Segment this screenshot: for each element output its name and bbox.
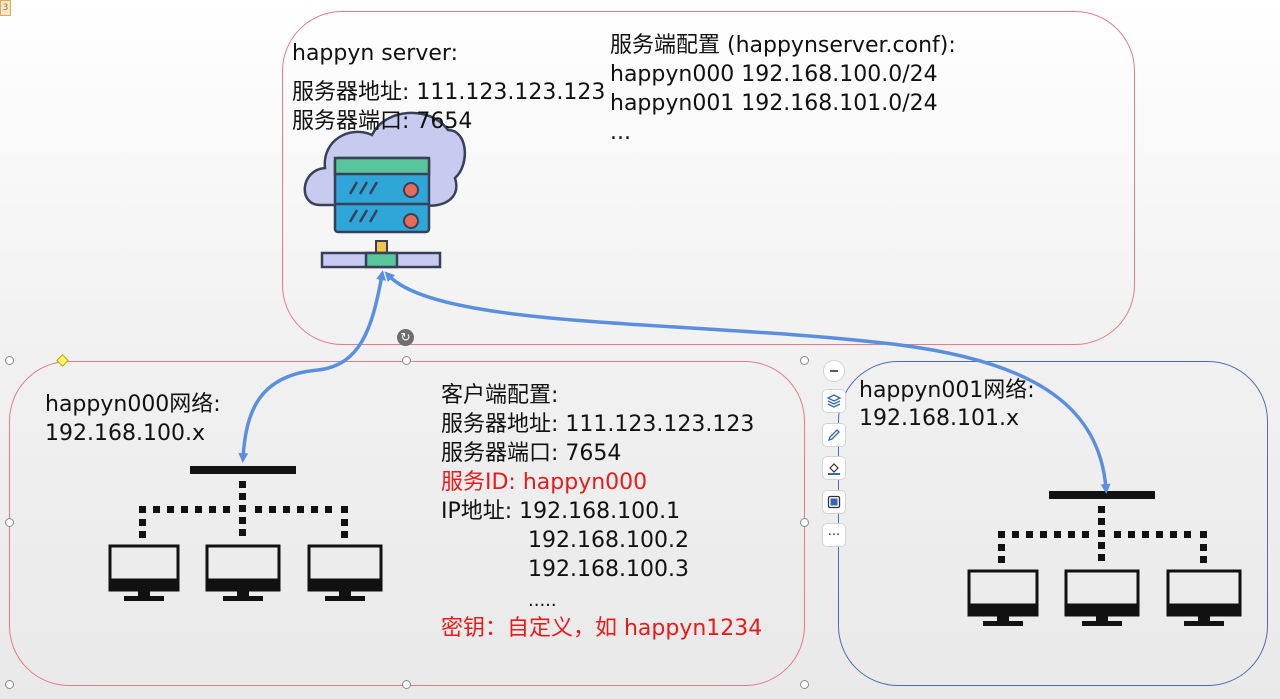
computer-icon xyxy=(108,544,180,601)
happyn001-topology-icon xyxy=(967,491,1242,626)
minus-icon[interactable] xyxy=(823,360,845,382)
happyn000-topology-icon xyxy=(108,466,383,601)
server-config-title: 服务端配置 (happynserver.conf): xyxy=(610,33,956,58)
client-server-port: 服务器端口: 7654 xyxy=(441,441,622,466)
computer-icon xyxy=(205,544,281,601)
client-ip-line: ..... xyxy=(528,590,557,611)
computer-icon xyxy=(1064,569,1140,626)
client-ip-line: 192.168.100.2 xyxy=(528,528,689,553)
client-ip-address: IP地址: 192.168.100.1 xyxy=(441,499,681,524)
resize-handle-bottom[interactable] xyxy=(402,680,411,689)
resize-handle-top-left[interactable] xyxy=(5,356,14,365)
frame-icon[interactable] xyxy=(822,490,846,514)
server-address: 服务器地址: 111.123.123.123 xyxy=(292,80,606,105)
connector-server-happyn000 xyxy=(238,270,387,463)
computer-icon xyxy=(967,569,1039,626)
resize-handle-left[interactable] xyxy=(5,518,14,527)
rotate-handle-icon[interactable]: ↻ xyxy=(397,329,414,346)
resize-handle-top-right[interactable] xyxy=(800,356,809,365)
server-config-line: ... xyxy=(610,120,631,145)
server-title: happyn server: xyxy=(292,41,458,66)
client-service-id: 服务ID: happyn000 xyxy=(441,470,648,495)
pen-icon[interactable] xyxy=(822,423,846,447)
client-server-address: 服务器地址: 111.123.123.123 xyxy=(441,412,755,437)
slide-number-tag: 3 xyxy=(0,0,11,16)
resize-handle-bottom-right[interactable] xyxy=(800,680,809,689)
server-port: 服务器端口: 7654 xyxy=(292,109,473,134)
client-ip-line: 192.168.100.3 xyxy=(528,557,689,582)
happyn000-network-title: happyn000网络: xyxy=(45,392,221,417)
connector-server-happyn001 xyxy=(384,271,1111,494)
computer-icon xyxy=(307,544,383,601)
happyn000-subnet: 192.168.100.x xyxy=(45,421,205,446)
computer-icon xyxy=(1166,569,1242,626)
server-cloud-icon xyxy=(303,111,467,269)
more-icon[interactable]: ··· xyxy=(822,523,846,547)
happyn001-subnet: 192.168.101.x xyxy=(859,406,1019,431)
resize-handle-bottom-left[interactable] xyxy=(5,680,14,689)
layers-icon[interactable] xyxy=(822,389,846,413)
client-secret-key: 密钥：自定义，如 happyn1234 xyxy=(441,616,763,641)
client-config-title: 客户端配置: xyxy=(441,383,559,408)
happyn001-network-title: happyn001网络: xyxy=(859,378,1035,403)
resize-handle-top[interactable] xyxy=(402,356,411,365)
server-config-line: happyn001 192.168.101.0/24 xyxy=(610,91,938,116)
fill-icon[interactable] xyxy=(822,456,846,480)
server-config-line: happyn000 192.168.100.0/24 xyxy=(610,62,938,87)
resize-handle-right[interactable] xyxy=(800,518,809,527)
